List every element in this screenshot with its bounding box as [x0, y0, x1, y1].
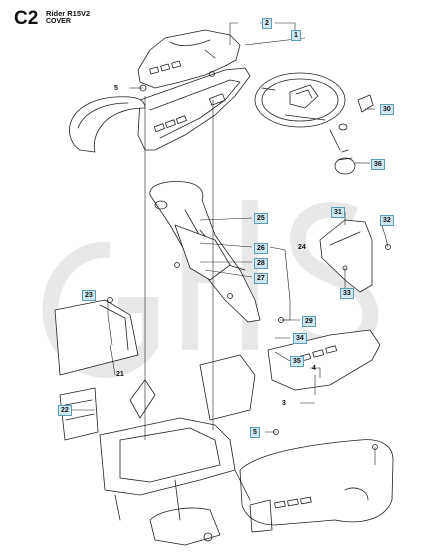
dash-panel-right: [319, 219, 373, 293]
left-insulation-strip: [59, 387, 99, 441]
callout-4[interactable]: 4: [312, 365, 316, 372]
left-fender: [69, 96, 146, 153]
callout-25[interactable]: 25: [254, 213, 268, 224]
left-side-panel: [54, 299, 139, 376]
callout-34[interactable]: 34: [293, 333, 307, 344]
callout-5-bottom[interactable]: 5: [250, 427, 260, 438]
callout-32[interactable]: 32: [380, 215, 394, 226]
callout-1[interactable]: 1: [291, 30, 301, 41]
callout-31[interactable]: 31: [331, 207, 345, 218]
front-bumper: [239, 439, 394, 533]
callout-23[interactable]: 23: [82, 290, 96, 301]
callout-21[interactable]: 21: [116, 371, 124, 378]
callout-5-top[interactable]: 5: [114, 85, 118, 92]
callout-33[interactable]: 33: [340, 288, 354, 299]
callout-30[interactable]: 30: [380, 104, 394, 115]
section-title: COVER: [46, 18, 71, 25]
leader-lines: [70, 22, 389, 465]
top-cover-plate: [137, 29, 241, 89]
section-code: C2: [14, 8, 39, 29]
callout-29[interactable]: 29: [302, 316, 316, 327]
steering-wheel: [254, 72, 374, 175]
callout-22[interactable]: 22: [58, 405, 72, 416]
chassis-frame: [99, 354, 256, 546]
callout-24[interactable]: 24: [298, 244, 306, 251]
callout-27[interactable]: 27: [254, 273, 268, 284]
callout-36[interactable]: 36: [371, 159, 385, 170]
callout-35[interactable]: 35: [290, 356, 304, 367]
callout-3[interactable]: 3: [282, 400, 286, 407]
model-name: Rider R15V2: [46, 9, 91, 18]
callout-2[interactable]: 2: [262, 18, 272, 29]
right-deck-cover: [267, 329, 381, 391]
tray-cover: [137, 67, 251, 151]
callout-28[interactable]: 28: [254, 258, 268, 269]
callout-26[interactable]: 26: [254, 243, 268, 254]
steering-column-cover: [149, 181, 261, 323]
